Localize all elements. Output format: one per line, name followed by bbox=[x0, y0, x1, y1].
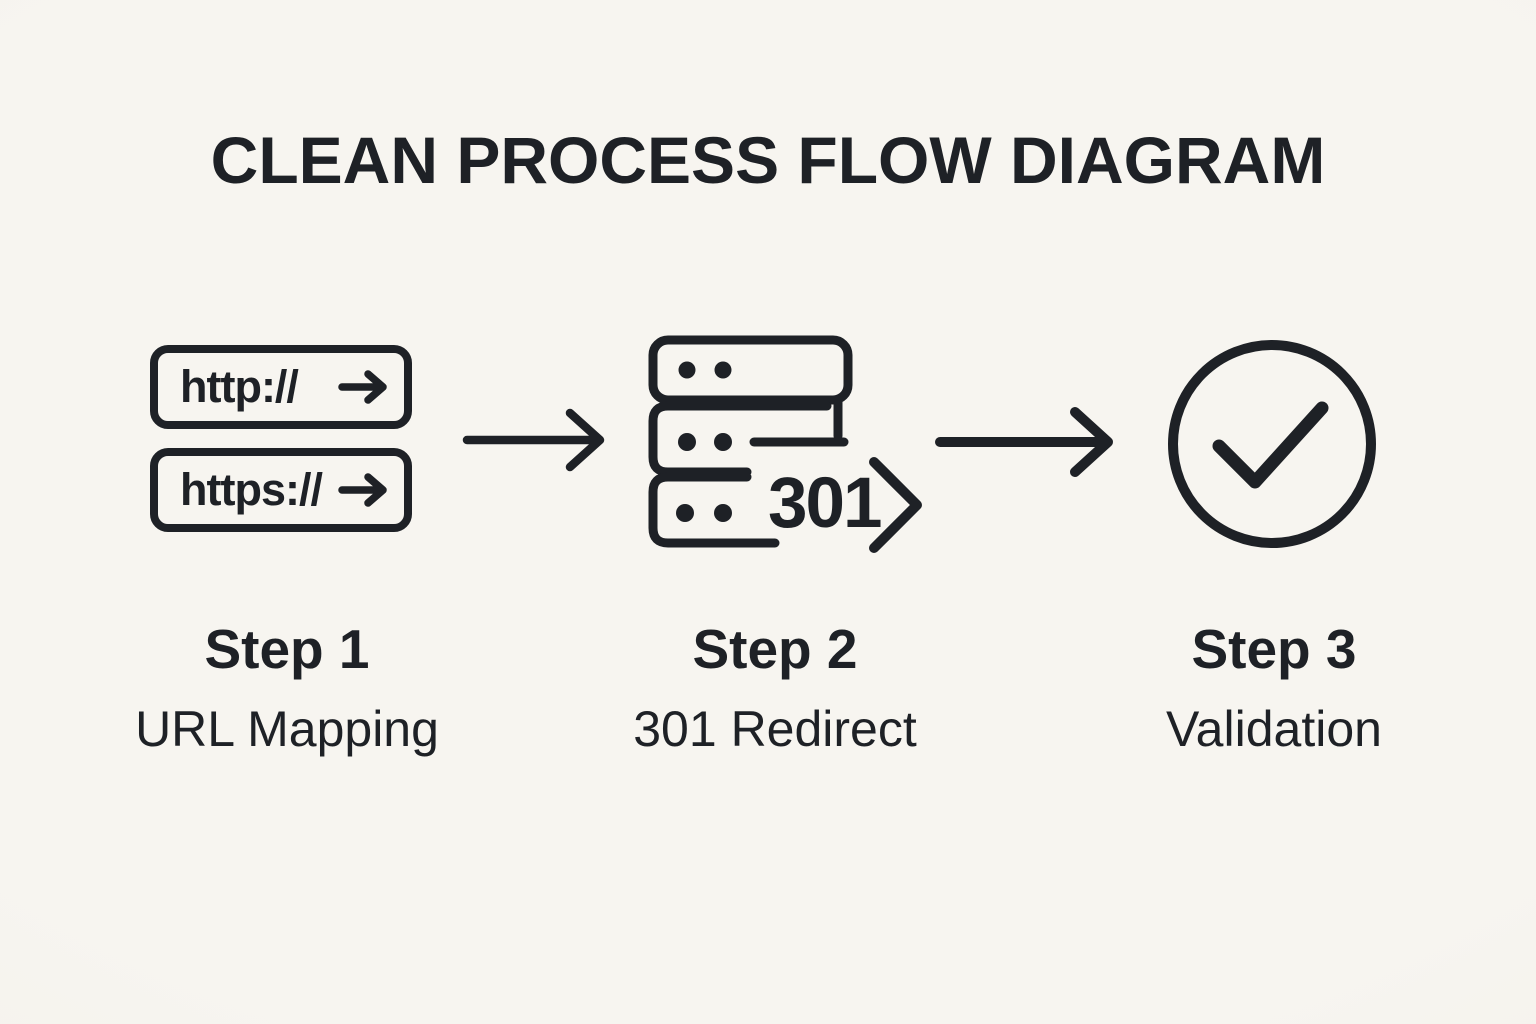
page-title: CLEAN PROCESS FLOW DIAGRAM bbox=[210, 123, 1326, 197]
step-2-caption: 301 Redirect bbox=[633, 701, 917, 757]
step-3-title: Step 3 bbox=[1191, 618, 1357, 680]
connector-arrow-2-icon bbox=[935, 407, 1113, 477]
http-label: http:// bbox=[180, 361, 299, 412]
server-stack-icon: 301 bbox=[648, 335, 922, 553]
connector-arrow-1-icon bbox=[462, 408, 605, 472]
step-2-labels: Step 2 301 Redirect bbox=[565, 618, 985, 757]
right-arrow-icon bbox=[338, 370, 387, 404]
right-arrow-icon bbox=[338, 473, 387, 507]
step-2-title: Step 2 bbox=[692, 618, 858, 680]
step-1-caption: URL Mapping bbox=[135, 701, 439, 757]
https-label: https:// bbox=[180, 464, 323, 515]
chevron-right-icon bbox=[869, 457, 922, 553]
step-3-labels: Step 3 Validation bbox=[1064, 618, 1484, 757]
step-3-caption: Validation bbox=[1166, 701, 1382, 757]
redirect-301-badge: 301 bbox=[768, 464, 881, 543]
https-url-pill: https:// bbox=[150, 448, 412, 532]
checkmark-icon bbox=[1212, 401, 1329, 489]
step-1-labels: Step 1 URL Mapping bbox=[77, 618, 497, 757]
check-circle-icon bbox=[1168, 340, 1376, 548]
url-mapping-icon: http:// https:// bbox=[150, 345, 412, 532]
http-url-pill: http:// bbox=[150, 345, 412, 429]
step-1-title: Step 1 bbox=[204, 618, 370, 680]
